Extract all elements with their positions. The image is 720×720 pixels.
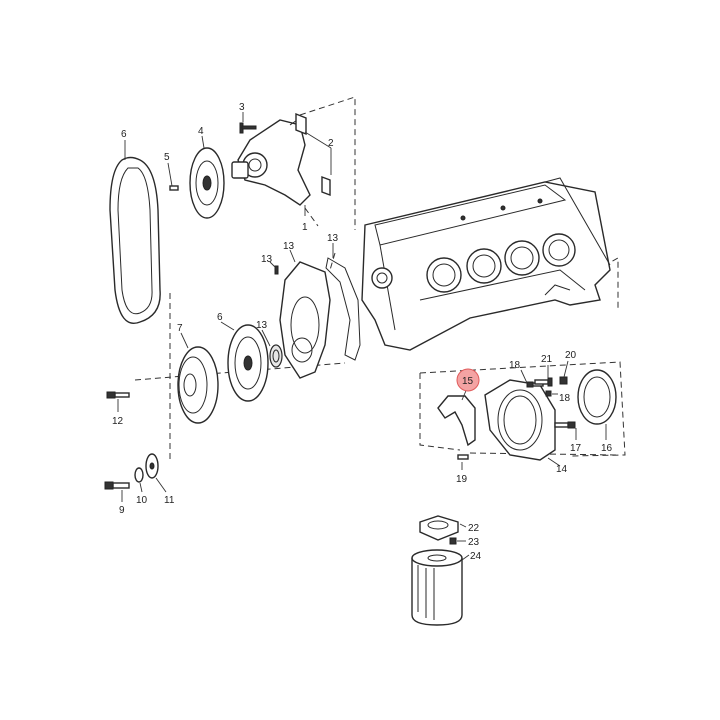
callout-7: 7	[177, 323, 183, 334]
rear-seal-retainer-gasket	[437, 395, 476, 447]
callout-16: 16	[601, 443, 613, 454]
callout-18-a: 18	[509, 360, 521, 371]
callout-18-b: 18	[559, 393, 571, 404]
water-pump-pulley	[189, 147, 225, 219]
dowel-pin	[457, 454, 469, 460]
rear-main-seal	[577, 369, 617, 425]
callout-6-belt: 6	[121, 129, 127, 140]
callout-labels: 1 2 3 4 5 6 13 13 13 13 6 7 12 9 10 11 1…	[112, 102, 613, 562]
callout-4: 4	[198, 126, 204, 137]
callout-9: 9	[119, 505, 125, 516]
callout-15: 15	[462, 376, 474, 387]
callout-10: 10	[136, 495, 148, 506]
crank-pulley	[177, 346, 219, 424]
damper-bolt-assembly	[104, 453, 159, 490]
engine-block	[361, 177, 611, 351]
callout-6-damper: 6	[217, 312, 223, 323]
callout-13-seal: 13	[256, 320, 268, 331]
callout-3: 3	[239, 102, 245, 113]
oil-filter-adapter	[419, 515, 459, 541]
front-seal	[269, 344, 283, 368]
drive-belt	[109, 156, 161, 324]
highlight-ring	[456, 368, 480, 392]
callout-13-cover: 13	[283, 241, 295, 252]
rear-seal-housing	[484, 379, 556, 461]
callout-1: 1	[302, 222, 308, 233]
harmonic-balancer	[227, 324, 269, 402]
callout-12: 12	[112, 416, 124, 427]
pulley-key	[169, 185, 179, 191]
callout-13-gasket: 13	[327, 233, 339, 244]
callout-14: 14	[556, 464, 568, 475]
front-cover-gasket	[325, 257, 361, 361]
front-cover	[279, 261, 331, 379]
callout-leaders	[117, 112, 607, 561]
callout-5: 5	[164, 152, 170, 163]
adapter-fitting	[449, 537, 457, 545]
callout-17: 17	[570, 443, 582, 454]
callout-21: 21	[541, 354, 553, 365]
oil-filter	[411, 549, 463, 626]
crank-bolt	[106, 391, 130, 399]
callout-19: 19	[456, 474, 468, 485]
callout-11: 11	[164, 495, 175, 506]
callout-24: 24	[470, 551, 482, 562]
water-pump-gaskets	[295, 112, 331, 197]
callout-22: 22	[468, 523, 480, 534]
callout-2: 2	[328, 138, 334, 149]
callout-13-bolt: 13	[261, 254, 273, 265]
water-pump-bolt	[239, 122, 257, 134]
housing-fasteners	[526, 376, 576, 429]
front-cover-bolt	[274, 265, 279, 275]
callout-23: 23	[468, 537, 480, 548]
callout-20: 20	[565, 350, 577, 361]
